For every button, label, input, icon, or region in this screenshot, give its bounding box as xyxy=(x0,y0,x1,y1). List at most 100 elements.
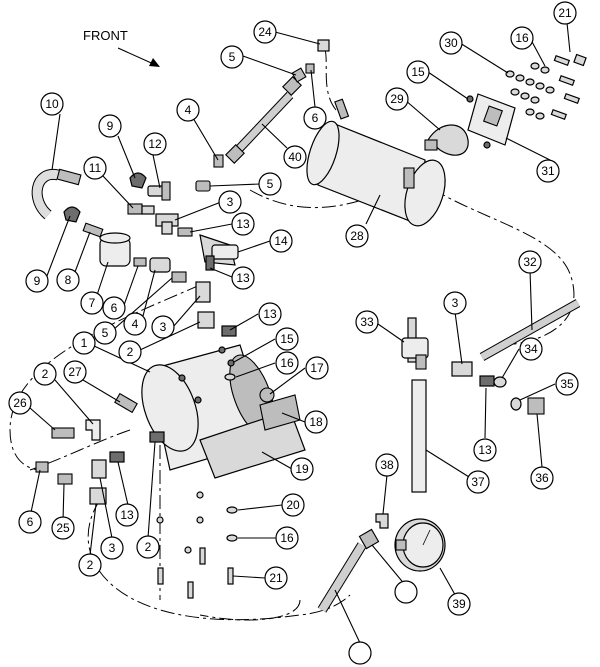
leader-7 xyxy=(96,261,109,296)
callout-21b: 21 xyxy=(264,566,288,590)
svg-text:16: 16 xyxy=(280,531,294,545)
hose-30 xyxy=(479,299,581,361)
washer-33 xyxy=(510,397,522,411)
fitting-5-top xyxy=(291,67,307,83)
callout-3c: 3 xyxy=(100,536,124,560)
valve-14-group xyxy=(177,227,239,271)
callout-18: 18 xyxy=(304,410,328,434)
svg-text:27: 27 xyxy=(68,365,82,379)
washer-16b xyxy=(540,66,550,74)
fitting-5-mid xyxy=(195,180,211,192)
plate-center xyxy=(482,105,504,127)
svg-text:5: 5 xyxy=(267,177,274,191)
route-bottom-small xyxy=(199,599,301,621)
washer-16e xyxy=(525,108,535,116)
svg-text:33: 33 xyxy=(360,315,374,329)
svg-text:40: 40 xyxy=(288,150,302,164)
callout-3b: 3 xyxy=(151,315,175,339)
callout-13d: 13 xyxy=(115,503,139,527)
hardware-cluster xyxy=(466,53,587,149)
leader-lines xyxy=(29,12,571,644)
svg-text:35: 35 xyxy=(560,377,574,391)
leader-12 xyxy=(152,154,161,189)
leader-11 xyxy=(102,175,134,209)
front-indicator: FRONT xyxy=(83,28,160,67)
leader-27 xyxy=(404,99,441,131)
svg-text:25: 25 xyxy=(56,521,70,535)
callout-19: 19 xyxy=(290,457,314,481)
bolt-21-bottom-b xyxy=(157,567,164,585)
leader-24 xyxy=(82,379,121,403)
leader-40 xyxy=(261,123,288,149)
washer-16-low xyxy=(226,534,238,542)
callout-28: 30 xyxy=(439,31,463,55)
tee-3-upper xyxy=(155,213,179,235)
svg-text:31: 31 xyxy=(541,164,555,178)
svg-text:3: 3 xyxy=(160,320,167,334)
strap-clamp xyxy=(424,139,438,151)
leader-16a xyxy=(235,362,276,378)
svg-text:37: 37 xyxy=(471,475,485,489)
callout-16a: 16 xyxy=(275,351,299,375)
leader-23 xyxy=(29,407,56,431)
fitting-23 xyxy=(51,427,75,439)
leader-26 xyxy=(274,31,321,45)
fitting-22 xyxy=(57,473,73,485)
washer-16d xyxy=(545,86,555,94)
svg-text:13: 13 xyxy=(236,271,250,285)
callout-10: 10 xyxy=(40,92,64,116)
svg-text:21: 21 xyxy=(269,571,283,585)
svg-text:34: 34 xyxy=(524,342,538,356)
leader-5b xyxy=(209,183,261,187)
leader-32 xyxy=(501,348,520,379)
callout-1: 1 xyxy=(72,331,96,355)
svg-text:39: 39 xyxy=(452,597,466,611)
bolt-21-bottom-a xyxy=(199,547,206,565)
callout-13b: 13 xyxy=(231,266,255,290)
callout-12: 12 xyxy=(143,132,167,156)
callout-35: 37 xyxy=(466,470,490,494)
callout-5c: 5 xyxy=(93,321,117,345)
compressor-port xyxy=(149,431,165,443)
fittings-top xyxy=(291,39,330,83)
bolt-21d xyxy=(550,108,568,120)
bolt-hole-c xyxy=(218,346,226,354)
leader-20 xyxy=(237,504,283,511)
callout-33: 35 xyxy=(555,372,579,396)
leader-18 xyxy=(281,412,306,423)
callout-21a: 21 xyxy=(553,1,577,25)
fitting-34 xyxy=(527,397,545,415)
callout-8: 8 xyxy=(56,268,80,292)
svg-text:9: 9 xyxy=(107,119,114,133)
tube-35-body xyxy=(411,379,427,493)
callout-32: 34 xyxy=(519,337,543,361)
svg-text:15: 15 xyxy=(280,332,294,346)
callout-13e: 13 xyxy=(473,438,497,462)
callout-29: 31 xyxy=(536,159,560,183)
solenoid-7-group xyxy=(82,222,131,267)
svg-text:13: 13 xyxy=(263,307,277,321)
svg-text:11: 11 xyxy=(89,161,102,175)
washer-28d xyxy=(510,88,520,96)
tank-fitting-side xyxy=(403,167,415,189)
bolt-21-bottom-d xyxy=(227,567,234,585)
svg-text:12: 12 xyxy=(148,137,162,151)
svg-text:3: 3 xyxy=(227,195,234,209)
valve-assembly-right xyxy=(401,317,545,415)
svg-text:18: 18 xyxy=(309,415,323,429)
callout-3d: 3 xyxy=(443,291,467,315)
svg-text:29: 29 xyxy=(390,92,404,106)
leader-6b xyxy=(122,265,139,309)
svg-text:24: 24 xyxy=(258,25,272,39)
leader-9b xyxy=(44,215,71,282)
leader-29 xyxy=(505,137,551,161)
mounting-plate xyxy=(467,93,516,146)
callout-3a: 3 xyxy=(218,190,242,214)
bolt-hole-a xyxy=(178,374,186,382)
callout-39 xyxy=(348,641,372,665)
route-mid-left xyxy=(29,429,131,471)
bolts-21-bottom xyxy=(157,547,234,599)
callout-2c: 2 xyxy=(78,553,102,577)
washer-16a xyxy=(530,62,540,70)
leader-5a xyxy=(242,55,297,76)
